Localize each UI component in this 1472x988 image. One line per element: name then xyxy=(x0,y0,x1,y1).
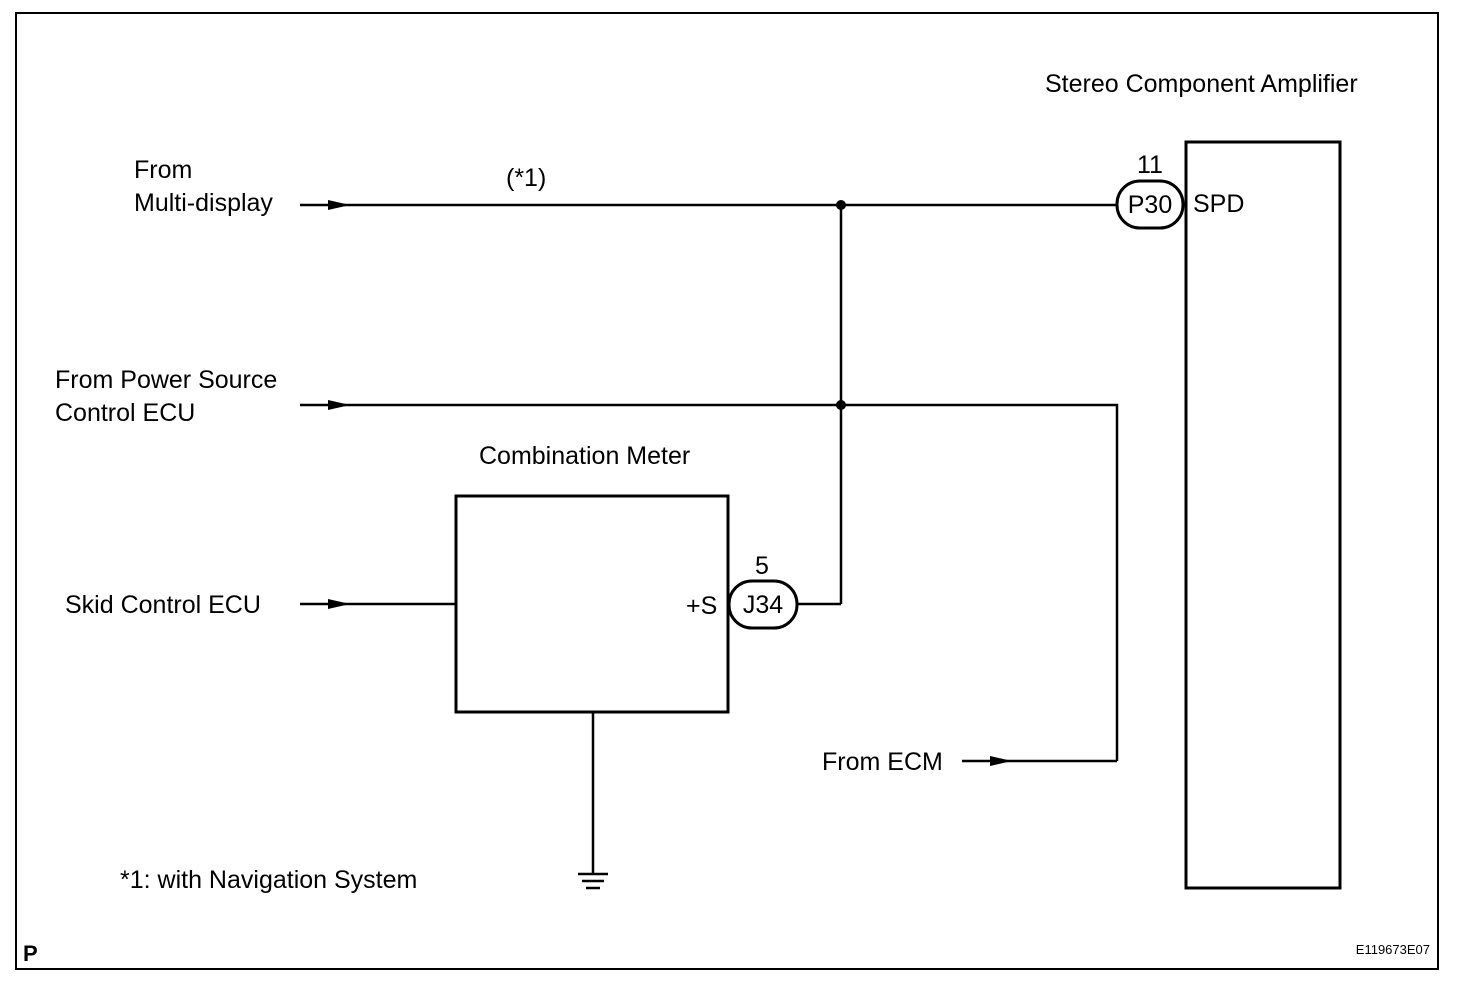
meter-connector-label: J34 xyxy=(743,591,783,619)
combination-meter-box xyxy=(454,494,730,714)
amp-connector-label: P30 xyxy=(1128,191,1172,219)
footnote-text: *1: with Navigation System xyxy=(120,866,417,894)
multi-display-label-line2: Multi-display xyxy=(134,189,273,217)
junction-dot-top xyxy=(836,200,846,210)
meter-pin-number: 5 xyxy=(755,552,769,580)
outer-frame xyxy=(15,12,1439,970)
multi-display-label-line1: From xyxy=(134,156,192,184)
power-source-label-line2: Control ECU xyxy=(55,399,195,427)
meter-terminal-plus-s: +S xyxy=(686,592,717,620)
stereo-amplifier-title: Stereo Component Amplifier xyxy=(1045,70,1358,98)
skid-control-label: Skid Control ECU xyxy=(65,591,261,619)
ecm-label: From ECM xyxy=(822,748,943,776)
amp-terminal-spd: SPD xyxy=(1193,190,1244,218)
power-source-label-line1: From Power Source xyxy=(55,366,277,394)
combination-meter-title: Combination Meter xyxy=(479,442,690,470)
ground-symbol-icon xyxy=(578,872,608,890)
stereo-amplifier-box xyxy=(1184,140,1342,890)
corner-mark: P xyxy=(23,941,38,966)
figure-id: E119673E07 xyxy=(1356,942,1430,957)
amp-pin-number: 11 xyxy=(1137,151,1163,179)
footnote-reference: (*1) xyxy=(506,164,546,192)
power-source-wire xyxy=(350,403,1119,761)
